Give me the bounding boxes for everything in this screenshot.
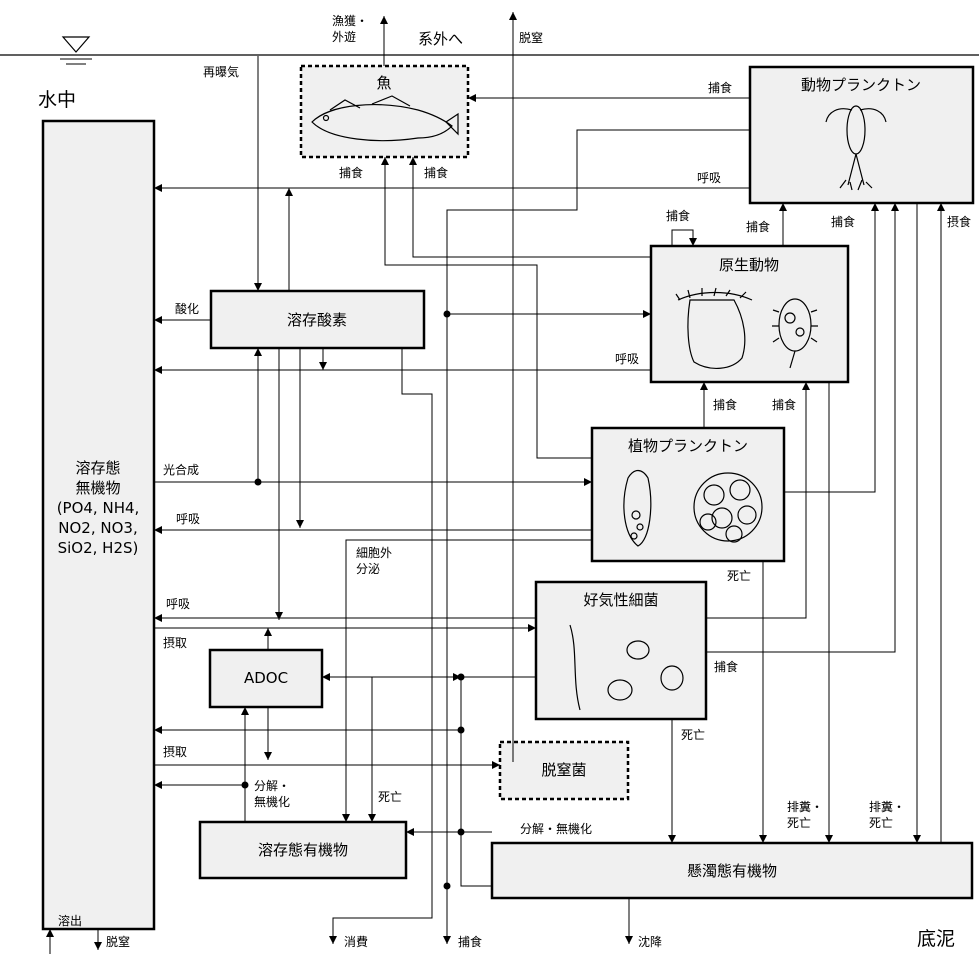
fish-title: 魚 (376, 74, 391, 92)
predation-fish-label-1: 捕食 (339, 165, 363, 180)
respiration-protozoa-label: 呼吸 (615, 352, 639, 366)
exudation-label-2: 分泌 (356, 562, 380, 576)
sediment-label: 底泥 (917, 928, 955, 950)
denitrification-top-label: 脱窒 (519, 30, 543, 45)
respiration-bact-label: 呼吸 (166, 597, 190, 611)
aerobic-bacteria-title: 好気性細菌 (583, 591, 658, 609)
predation-zoo-label-1: 捕食 (746, 219, 770, 234)
excretion-label-2b: 死亡 (869, 816, 893, 830)
respiration-zoo-label: 呼吸 (697, 171, 721, 185)
predation-zoo-label-2: 捕食 (831, 214, 855, 229)
denitrification-bottom-label: 脱窒 (106, 934, 130, 949)
predation-zoo-fish-label: 捕食 (708, 80, 732, 95)
excretion-label-2a: 排糞・ (869, 799, 905, 814)
adoc-title: ADOC (244, 669, 288, 687)
arrow-protozoa-to-fish (413, 157, 651, 257)
decomp-label-1b: 無機化 (254, 794, 290, 809)
svg-text:(PO4, NH4,: (PO4, NH4, (57, 499, 140, 517)
uptake-label-2: 摂取 (163, 744, 187, 759)
dom-title: 溶存態有機物 (258, 841, 348, 859)
decomp-label-2: 分解・無機化 (520, 821, 592, 836)
svg-text:溶存態: 溶存態 (75, 459, 120, 477)
death-phyto-label: 死亡 (727, 569, 751, 583)
respiration-phyto-label: 呼吸 (176, 512, 200, 526)
to-outside-label: 系外へ (418, 30, 463, 48)
catch-out-label-2: 外遊 (332, 29, 356, 44)
predation-bottom-label: 捕食 (458, 934, 482, 949)
ingestion-label: 摂食 (947, 214, 971, 229)
water-label: 水中 (38, 89, 76, 111)
protozoa-title: 原生動物 (719, 256, 779, 274)
line-pom-dot (461, 730, 492, 886)
settling-label: 沈降 (638, 934, 662, 949)
excretion-label-1a: 排糞・ (787, 799, 823, 814)
dissolved-oxygen-title: 溶存酸素 (287, 311, 347, 329)
excretion-label-1b: 死亡 (787, 816, 811, 830)
phytoplankton-title: 植物プランクトン (628, 437, 748, 455)
oxidation-label: 酸化 (175, 301, 199, 316)
predation-bact-label: 捕食 (714, 659, 738, 674)
consumption-label: 消費 (344, 934, 368, 949)
svg-text:無機物: 無機物 (75, 479, 120, 497)
pom-title: 懸濁態有機物 (687, 862, 777, 880)
decomp-label-1a: 分解・ (254, 779, 290, 793)
svg-text:SiO2, H2S): SiO2, H2S) (58, 539, 139, 557)
predation-fish-label-2: 捕食 (424, 165, 448, 180)
predation-pro-label-2: 捕食 (772, 397, 796, 412)
svg-text:NO2, NO3,: NO2, NO3, (58, 519, 137, 537)
water-level-icon (60, 37, 92, 64)
arrow-protozoa-self (672, 230, 693, 246)
denitrifying-bacteria-title: 脱窒菌 (541, 761, 586, 779)
exudation-label-1: 細胞外 (356, 546, 392, 560)
predation-pro-label-1: 捕食 (713, 397, 737, 412)
zooplankton-title: 動物プランクトン (801, 76, 921, 94)
death-bact-label: 死亡 (681, 728, 705, 742)
photosynthesis-label: 光合成 (163, 462, 199, 477)
dissolution-label: 溶出 (58, 913, 82, 928)
reaeration-label: 再曝気 (203, 64, 239, 79)
death-denit-label: 死亡 (378, 790, 402, 804)
catch-out-label-1: 漁獲・ (332, 14, 368, 28)
uptake-label-1: 摂取 (163, 635, 187, 650)
predation-self-label: 捕食 (666, 208, 690, 223)
